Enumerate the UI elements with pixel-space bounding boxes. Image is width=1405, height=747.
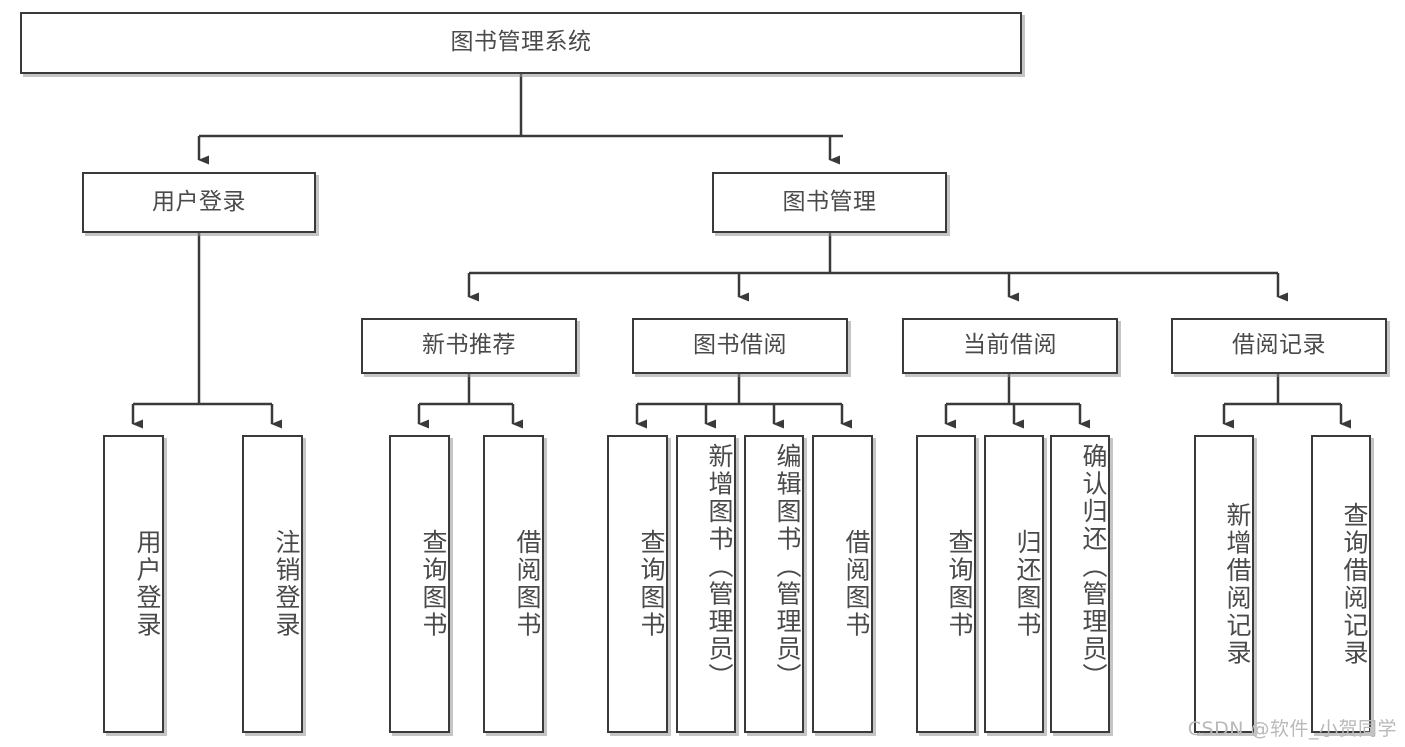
vert-wrap: 确认归还（管理员） xyxy=(1052,437,1108,731)
node-root[interactable]: 图书管理系统 xyxy=(20,12,1022,74)
node-new-book-rec[interactable]: 新书推荐 xyxy=(361,318,577,374)
node-root-label: 图书管理系统 xyxy=(450,29,592,56)
node-leaf-add-book-label: 新增图书（管理员） xyxy=(705,443,734,691)
node-leaf-return-book[interactable]: 归还图书 xyxy=(984,435,1044,733)
node-user-login-label: 用户登录 xyxy=(152,188,246,215)
node-leaf-add-book[interactable]: 新增图书（管理员） xyxy=(676,435,736,733)
node-new-book-rec-label: 新书推荐 xyxy=(422,332,516,359)
vert-wrap: 借阅图书 xyxy=(814,437,871,731)
node-leaf-user-login[interactable]: 用户登录 xyxy=(103,435,164,733)
node-leaf-query-book-2[interactable]: 查询图书 xyxy=(607,435,668,733)
node-leaf-borrow-book-1[interactable]: 借阅图书 xyxy=(483,435,544,733)
vert-wrap: 查询借阅记录 xyxy=(1313,437,1369,731)
node-leaf-user-logout[interactable]: 注销登录 xyxy=(242,435,303,733)
node-leaf-add-record-label: 新增借阅记录 xyxy=(1223,501,1252,667)
node-leaf-confirm-return[interactable]: 确认归还（管理员） xyxy=(1050,435,1110,733)
node-leaf-query-record[interactable]: 查询借阅记录 xyxy=(1311,435,1371,733)
node-leaf-borrow-book-2-label: 借阅图书 xyxy=(842,529,871,639)
vert-wrap: 新增借阅记录 xyxy=(1196,437,1252,731)
node-book-manage-label: 图书管理 xyxy=(782,188,877,215)
node-leaf-borrow-book-2[interactable]: 借阅图书 xyxy=(812,435,873,733)
vert-wrap: 用户登录 xyxy=(105,437,162,731)
vert-wrap: 编辑图书（管理员） xyxy=(746,437,802,731)
node-current-borrow-label: 当前借阅 xyxy=(963,332,1057,359)
node-leaf-query-book-1[interactable]: 查询图书 xyxy=(389,435,450,733)
node-leaf-query-book-1-label: 查询图书 xyxy=(419,529,448,639)
node-leaf-query-book-3-label: 查询图书 xyxy=(945,529,974,639)
node-leaf-return-book-label: 归还图书 xyxy=(1013,529,1042,639)
node-borrow-record-label: 借阅记录 xyxy=(1232,332,1326,359)
node-book-borrow[interactable]: 图书借阅 xyxy=(632,318,848,374)
node-leaf-query-record-label: 查询借阅记录 xyxy=(1340,501,1369,667)
node-leaf-edit-book-label: 编辑图书（管理员） xyxy=(773,443,802,691)
vert-wrap: 查询图书 xyxy=(918,437,974,731)
node-leaf-query-book-3[interactable]: 查询图书 xyxy=(916,435,976,733)
vert-wrap: 归还图书 xyxy=(986,437,1042,731)
csdn-watermark: CSDN @软件_小贺同学 xyxy=(1187,718,1397,740)
node-book-manage[interactable]: 图书管理 xyxy=(712,172,947,233)
node-leaf-edit-book[interactable]: 编辑图书（管理员） xyxy=(744,435,804,733)
node-borrow-record[interactable]: 借阅记录 xyxy=(1171,318,1387,374)
vert-wrap: 注销登录 xyxy=(244,437,301,731)
node-leaf-user-logout-label: 注销登录 xyxy=(272,529,301,639)
node-current-borrow[interactable]: 当前借阅 xyxy=(902,318,1118,374)
vert-wrap: 新增图书（管理员） xyxy=(678,437,734,731)
node-book-borrow-label: 图书借阅 xyxy=(693,332,787,359)
node-leaf-user-login-label: 用户登录 xyxy=(133,529,162,639)
node-user-login[interactable]: 用户登录 xyxy=(82,172,316,233)
node-leaf-add-record[interactable]: 新增借阅记录 xyxy=(1194,435,1254,733)
node-leaf-borrow-book-1-label: 借阅图书 xyxy=(513,529,542,639)
node-leaf-query-book-2-label: 查询图书 xyxy=(637,529,666,639)
vert-wrap: 借阅图书 xyxy=(485,437,542,731)
vert-wrap: 查询图书 xyxy=(391,437,448,731)
node-leaf-confirm-return-label: 确认归还（管理员） xyxy=(1079,443,1108,691)
vert-wrap: 查询图书 xyxy=(609,437,666,731)
